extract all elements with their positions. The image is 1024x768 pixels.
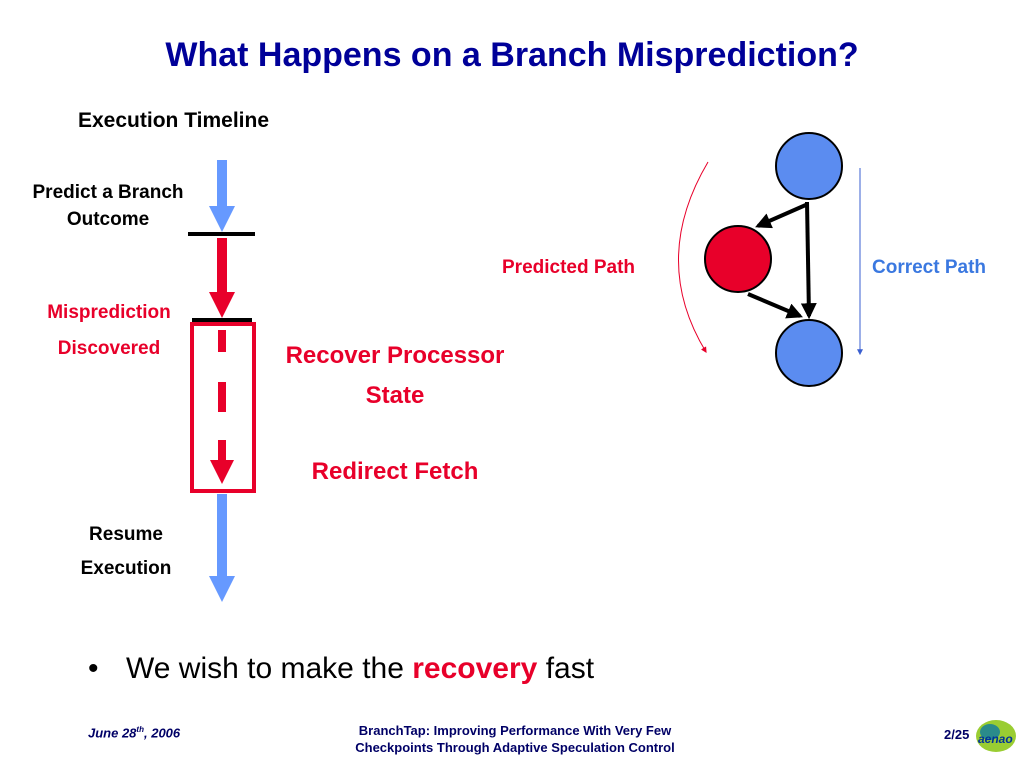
- correct-path-label: Correct Path: [872, 257, 987, 278]
- footer-date-sup: th: [136, 725, 144, 734]
- resume-label: Resume Execution: [60, 518, 192, 586]
- resume-line1: Resume: [89, 524, 163, 545]
- edge-predicted-to-bottom: [747, 292, 803, 319]
- edge-top-to-bottom: [800, 201, 817, 320]
- bullet-prefix: We wish to make the: [126, 652, 404, 685]
- node-correct: [775, 319, 843, 387]
- page-title: What Happens on a Branch Misprediction?: [165, 36, 859, 74]
- footer-date-suffix: , 2006: [143, 725, 181, 741]
- recovery-box: [190, 322, 256, 493]
- footer-title-line2: Checkpoints Through Adaptive Speculation…: [355, 740, 675, 755]
- page-number: 2/25: [944, 727, 970, 742]
- recover-line1: Recover Processor: [285, 342, 505, 369]
- bullet-point: • We wish to make the recovery fast: [88, 652, 594, 686]
- predicted-path-label: Predicted Path: [502, 257, 636, 278]
- bullet-suffix: fast: [545, 652, 595, 685]
- node-branch: [775, 132, 843, 200]
- svg-text:aenao: aenao: [978, 732, 1013, 746]
- edge-top-to-predicted: [755, 202, 809, 229]
- footer-date: June 28th, 2006: [88, 725, 180, 740]
- footer-title: BranchTap: Improving Performance With Ve…: [300, 722, 730, 756]
- timeline-arrow-resume: [209, 494, 235, 602]
- timeline-arrow-start: [209, 160, 235, 232]
- redirect-fetch-label: Redirect Fetch: [311, 458, 479, 485]
- timeline-heading: Execution Timeline: [78, 109, 269, 132]
- predict-branch-line2: Outcome: [66, 209, 150, 230]
- misprediction-label: Misprediction Discovered: [30, 295, 188, 367]
- timeline-arrow-mispredicted: [209, 238, 235, 318]
- misprediction-line1: Misprediction: [47, 302, 171, 323]
- recover-state-label: Recover Processor State: [262, 336, 528, 416]
- resume-line2: Execution: [80, 558, 172, 579]
- timeline-arrow-recovery: [210, 330, 234, 484]
- footer-date-prefix: June 28: [88, 725, 137, 741]
- aenao-logo: aenao: [976, 720, 1016, 752]
- node-predicted: [704, 225, 772, 293]
- predict-branch-label: Predict a Branch Outcome: [10, 179, 206, 233]
- misprediction-line2: Discovered: [57, 338, 161, 359]
- predict-branch-line1: Predict a Branch: [32, 182, 184, 203]
- bullet-dot: •: [88, 652, 99, 685]
- recover-line2: State: [365, 382, 425, 409]
- predicted-path-arrow: [678, 161, 709, 354]
- bullet-emphasis: recovery: [412, 652, 538, 685]
- footer-title-line1: BranchTap: Improving Performance With Ve…: [358, 723, 672, 738]
